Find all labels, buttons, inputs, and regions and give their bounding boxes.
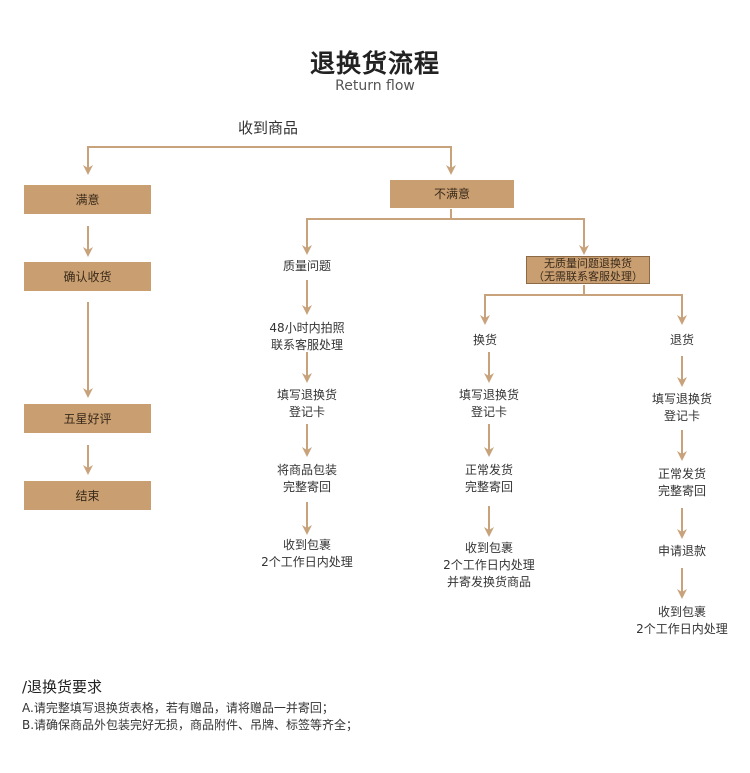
quality-step-receive: 收到包裹 2个工作日内处理 <box>261 538 353 569</box>
refund-step-form: 填写退换货 登记卡 <box>651 392 712 423</box>
start-label: 收到商品 <box>238 119 299 137</box>
page-subtitle: Return flow <box>335 78 415 94</box>
refund-label: 退货 <box>669 333 694 347</box>
requirement-a: A.请完整填写退换货表格，若有赠品，请将赠品一并寄回； <box>22 701 334 715</box>
no-quality-box: 无质量问题退换货 （无需联系客服处理） <box>526 256 650 284</box>
satisfied-box: 满意 <box>24 185 151 214</box>
confirm-receipt-box: 确认收货 <box>24 262 151 291</box>
refund-step-receive: 收到包裹 2个工作日内处理 <box>636 605 728 636</box>
refund-step-request: 申请退款 <box>657 544 706 558</box>
exchange-step-ship: 正常发货 完整寄回 <box>464 463 513 494</box>
requirements-title: /退换货要求 <box>22 678 103 696</box>
split-no-quality <box>484 294 687 325</box>
quality-step-photo: 48小时内拍照 联系客服处理 <box>269 321 345 352</box>
page-title: 退换货流程 <box>309 49 440 78</box>
quality-step-pack: 将商品包装 完整寄回 <box>276 463 337 494</box>
exchange-step-form: 填写退换货 登记卡 <box>458 388 519 419</box>
requirement-b: B.请确保商品外包装完好无损，商品附件、吊牌、标签等齐全； <box>22 718 359 732</box>
exchange-label: 换货 <box>472 333 497 347</box>
refund-step-ship: 正常发货 完整寄回 <box>657 467 706 498</box>
five-star-review-box: 五星好评 <box>24 404 151 433</box>
split-line <box>87 146 456 175</box>
quality-step-form: 填写退换货 登记卡 <box>276 388 337 419</box>
quality-issue-label: 质量问题 <box>282 259 331 273</box>
split-unsatisfied <box>306 218 585 245</box>
end-box: 结束 <box>24 481 151 510</box>
exchange-step-receive: 收到包裹 2个工作日内处理 并寄发换货商品 <box>443 541 535 589</box>
unsatisfied-box: 不满意 <box>390 180 514 208</box>
